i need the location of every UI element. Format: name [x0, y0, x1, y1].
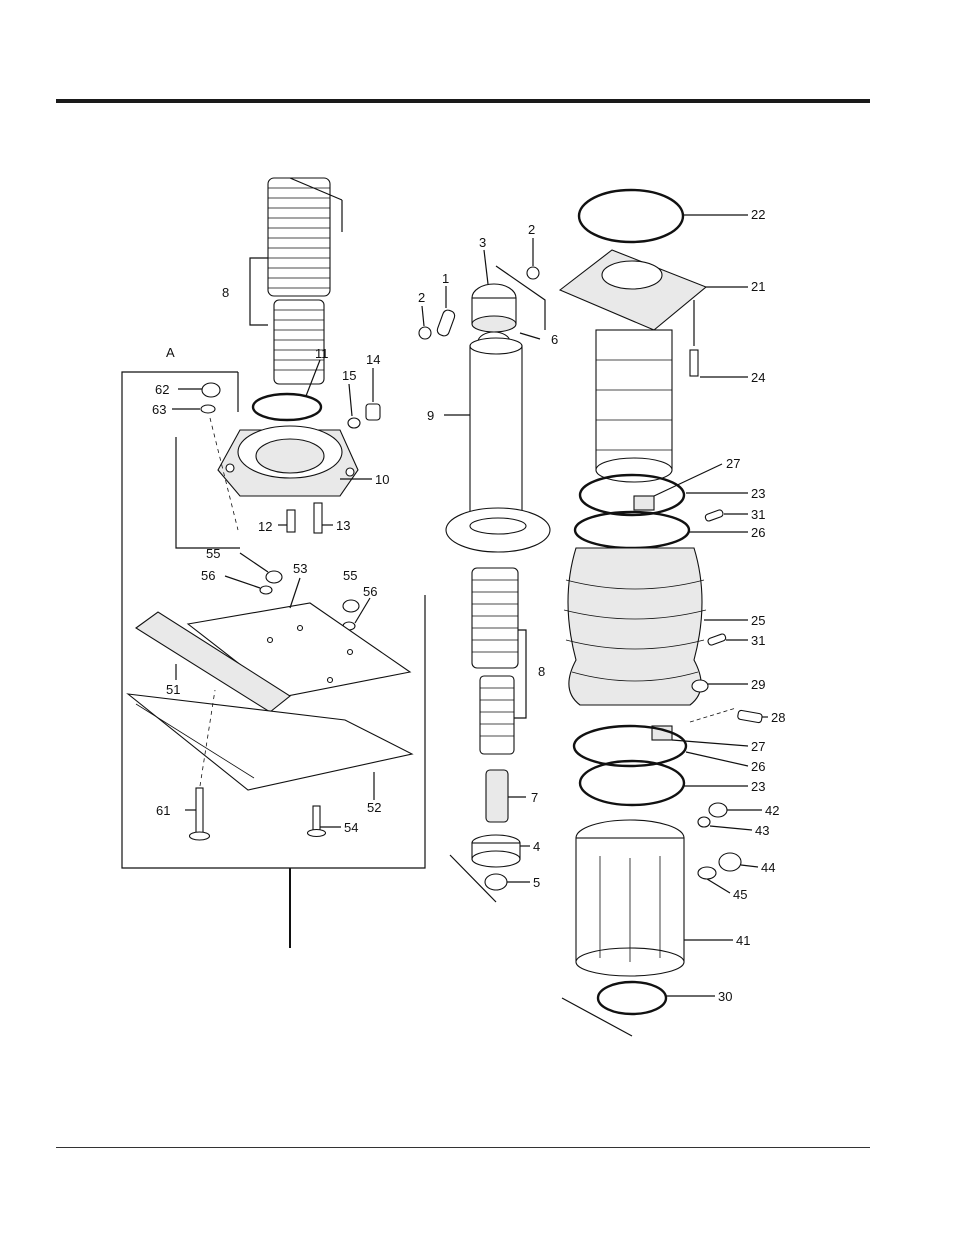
callout-7: 7	[531, 790, 538, 805]
callout-25: 25	[751, 613, 765, 628]
callout-45: 45	[733, 887, 747, 902]
callout-2a: 2	[418, 290, 425, 305]
callout-8b: 8	[538, 664, 545, 679]
callout-15: 15	[342, 368, 356, 383]
bolt-28	[737, 710, 762, 723]
plug-44	[719, 853, 741, 871]
callout-26b: 26	[751, 759, 765, 774]
callout-23b: 23	[751, 779, 765, 794]
nut-55b	[343, 600, 359, 612]
callout-54: 54	[344, 820, 358, 835]
nut-55	[266, 571, 282, 583]
callout-2b: 2	[528, 222, 535, 237]
o-ring-11	[253, 394, 321, 420]
callout-12: 12	[258, 519, 272, 534]
callout-23a: 23	[751, 486, 765, 501]
callout-24: 24	[751, 370, 765, 385]
bolt-24	[690, 350, 698, 376]
callout-53: 53	[293, 561, 307, 576]
callout-9: 9	[427, 408, 434, 423]
lower-spring	[472, 568, 518, 754]
spring-housing-10	[218, 426, 358, 496]
callout-3: 3	[479, 235, 486, 250]
pin-31-bottom	[707, 633, 726, 646]
callout-22: 22	[751, 207, 765, 222]
callout-51: 51	[166, 682, 180, 697]
callout-41: 41	[736, 933, 750, 948]
callout-13: 13	[336, 518, 350, 533]
callout-5: 5	[533, 875, 540, 890]
plug-14	[366, 404, 380, 420]
ram-tube-9	[446, 338, 550, 552]
circlip-2b	[527, 267, 539, 279]
callout-52: 52	[367, 800, 381, 815]
bolt-61	[190, 788, 210, 840]
rubber-mount-4	[472, 835, 520, 867]
callout-21: 21	[751, 279, 765, 294]
left-assembly	[122, 178, 425, 948]
pin-31-top	[705, 509, 724, 522]
ring-23-bottom	[580, 761, 684, 805]
washer-15	[348, 418, 360, 428]
circlip-2a	[419, 327, 431, 339]
foot-plate-53	[188, 603, 410, 697]
washer-43	[698, 817, 710, 827]
bolt-12	[287, 510, 295, 532]
callout-44: 44	[761, 860, 775, 875]
callout-27a: 27	[726, 456, 740, 471]
nut-29	[692, 680, 708, 692]
callout-56b: 56	[363, 584, 377, 599]
clamp-ring-26-top	[575, 512, 689, 548]
callout-28: 28	[771, 710, 785, 725]
callout-63: 63	[152, 402, 166, 417]
plug-42	[709, 803, 727, 817]
callout-31a: 31	[751, 507, 765, 522]
bolt-54	[308, 806, 326, 837]
callout-62: 62	[155, 382, 169, 397]
callout-30: 30	[718, 989, 732, 1004]
callout-6: 6	[551, 332, 558, 347]
nut-5	[485, 874, 507, 890]
callout-27b: 27	[751, 739, 765, 754]
right-assembly	[560, 190, 768, 1036]
washer-56	[260, 586, 272, 594]
o-ring-22	[579, 190, 683, 242]
callout-42: 42	[765, 803, 779, 818]
callout-A: A	[166, 345, 175, 360]
spacer-7	[486, 770, 508, 822]
lower-housing-41	[576, 820, 684, 976]
clamp-27-top	[634, 496, 654, 510]
bellows-25	[564, 548, 706, 705]
washer-45	[698, 867, 716, 879]
callout-10: 10	[375, 472, 389, 487]
callout-4: 4	[533, 839, 540, 854]
o-ring-30	[598, 982, 666, 1014]
nut-62	[202, 383, 220, 397]
callout-29: 29	[751, 677, 765, 692]
callout-1: 1	[442, 271, 449, 286]
callout-26a: 26	[751, 525, 765, 540]
callout-55a: 55	[206, 546, 220, 561]
callout-55b: 55	[343, 568, 357, 583]
callout-8a: 8	[222, 285, 229, 300]
callout-31b: 31	[751, 633, 765, 648]
bolt-13	[314, 503, 322, 533]
cylinder-housing-21	[560, 250, 706, 482]
callout-11: 11	[315, 346, 329, 361]
callout-56a: 56	[201, 568, 215, 583]
pin-1	[436, 309, 456, 338]
callout-14: 14	[366, 352, 380, 367]
callout-43: 43	[755, 823, 769, 838]
callout-61: 61	[156, 803, 170, 818]
washer-63	[201, 405, 215, 413]
